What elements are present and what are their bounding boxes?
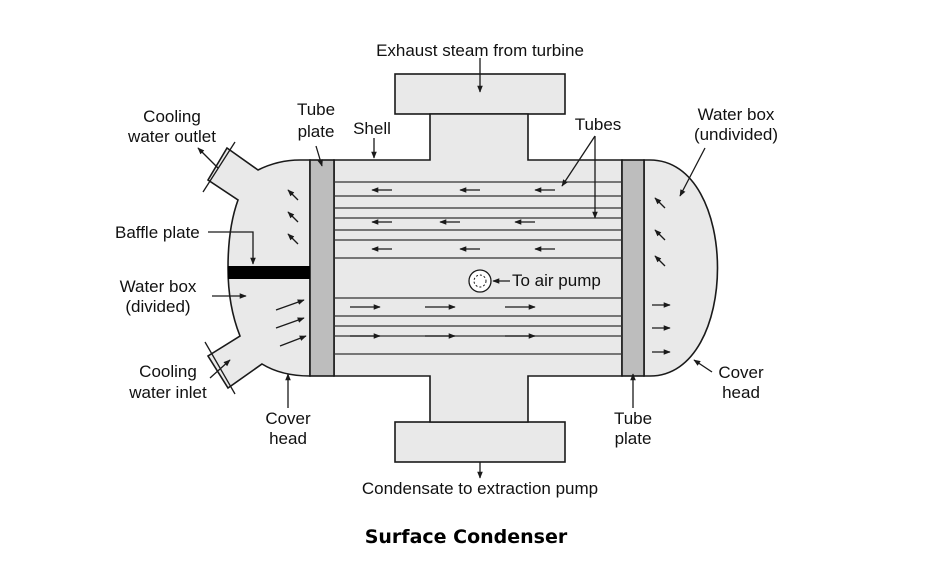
label-shell: Shell xyxy=(353,119,391,138)
outlet-cut-line xyxy=(202,141,236,193)
upper-tube-bank xyxy=(334,181,622,259)
label-water-box-undivided-line2: (undivided) xyxy=(694,125,778,144)
label-cooling-water-outlet-line2: water outlet xyxy=(127,127,216,146)
label-air-pump: To air pump xyxy=(512,271,601,290)
label-cover-head-right-line2: head xyxy=(722,383,760,402)
air-pump-port xyxy=(468,269,510,293)
label-cooling-water-outlet-line1: Cooling xyxy=(143,107,201,126)
label-baffle-plate: Baffle plate xyxy=(115,223,200,242)
label-tube-plate-top-line2: plate xyxy=(298,122,335,141)
label-cooling-water-inlet-line1: Cooling xyxy=(139,362,197,381)
leader-lines xyxy=(197,58,713,479)
label-tubes: Tubes xyxy=(575,115,622,134)
water-box-undivided xyxy=(643,159,719,377)
label-tube-plate-top-line1: Tube xyxy=(297,100,335,119)
label-exhaust-steam: Exhaust steam from turbine xyxy=(376,41,584,60)
label-tube-plate-bottom-line2: plate xyxy=(615,429,652,448)
lower-flow-arrows xyxy=(350,304,536,339)
right-box-arrows xyxy=(652,197,671,355)
tube-plate-left xyxy=(309,159,335,377)
baffle-plate xyxy=(228,266,310,279)
figure-caption: Surface Condenser xyxy=(365,526,568,548)
label-water-box-divided-line1: Water box xyxy=(120,277,197,296)
label-cover-head-left-line1: Cover xyxy=(265,409,311,428)
label-cover-head-right-line1: Cover xyxy=(718,363,764,382)
condensate-outlet-flange xyxy=(394,421,566,463)
inlet-cut-line xyxy=(204,341,236,395)
label-water-box-undivided-line1: Water box xyxy=(698,105,775,124)
label-cooling-water-inlet-line2: water inlet xyxy=(128,383,207,402)
lower-tube-bank xyxy=(334,297,622,355)
label-tube-plate-bottom-line1: Tube xyxy=(614,409,652,428)
upper-flow-arrows xyxy=(371,187,555,252)
left-box-arrows xyxy=(275,189,307,347)
label-cover-head-left-line2: head xyxy=(269,429,307,448)
tube-plate-right xyxy=(621,159,645,377)
label-water-box-divided-line2: (divided) xyxy=(125,297,190,316)
label-condensate: Condensate to extraction pump xyxy=(362,479,598,498)
